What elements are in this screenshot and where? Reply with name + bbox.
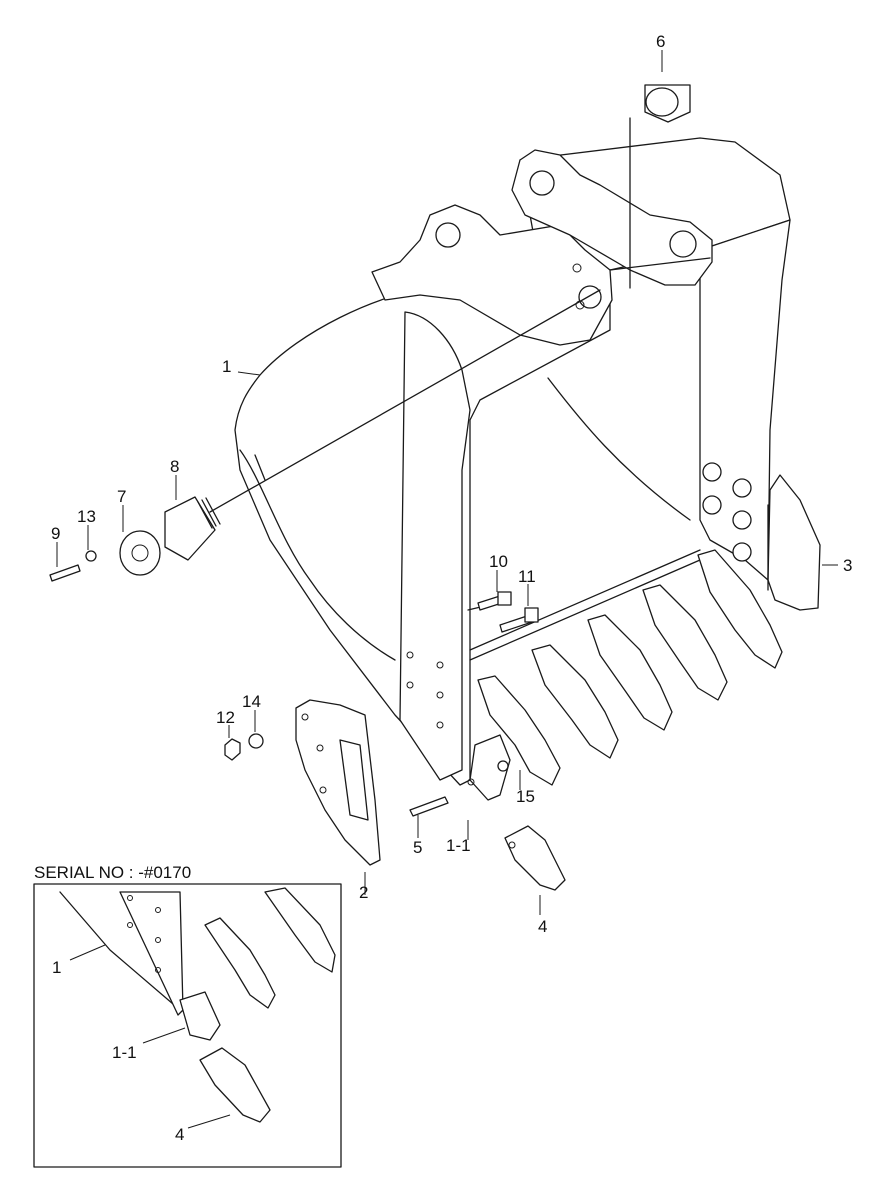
inset-callout-1-1: 1-1: [112, 1043, 137, 1062]
pin-and-bolts: [224, 591, 539, 817]
callout-14: 14: [242, 692, 261, 711]
callout-labels: 6 1 3 2 4 5 1-1 15 10 11 12 14 13 7 8 9 …: [34, 32, 852, 1144]
leader-lines: [56, 50, 838, 915]
callout-8: 8: [170, 457, 179, 476]
callout-1-1: 1-1: [446, 836, 471, 855]
callout-13: 13: [77, 507, 96, 526]
callout-10: 10: [489, 552, 508, 571]
inset-callout-4: 4: [175, 1125, 184, 1144]
side-cutter-right: [767, 474, 821, 611]
callout-12: 12: [216, 708, 235, 727]
bucket-teeth: [467, 549, 783, 891]
callout-1: 1: [222, 357, 231, 376]
callout-3: 3: [843, 556, 852, 575]
callout-5: 5: [413, 838, 422, 857]
serial-inset: [33, 883, 342, 1168]
callout-6: 6: [656, 32, 665, 51]
callout-4: 4: [538, 917, 547, 936]
callout-9: 9: [51, 524, 60, 543]
side-cutter-left: [295, 699, 381, 866]
inset-callout-1: 1: [52, 958, 61, 977]
callout-2: 2: [359, 883, 368, 902]
pin-assembly: [49, 84, 691, 582]
callout-11: 11: [518, 567, 536, 586]
callout-7: 7: [117, 487, 126, 506]
serial-label: SERIAL NO : -#0170: [34, 863, 191, 882]
mounting-brackets: [371, 149, 713, 346]
callout-15: 15: [516, 787, 535, 806]
